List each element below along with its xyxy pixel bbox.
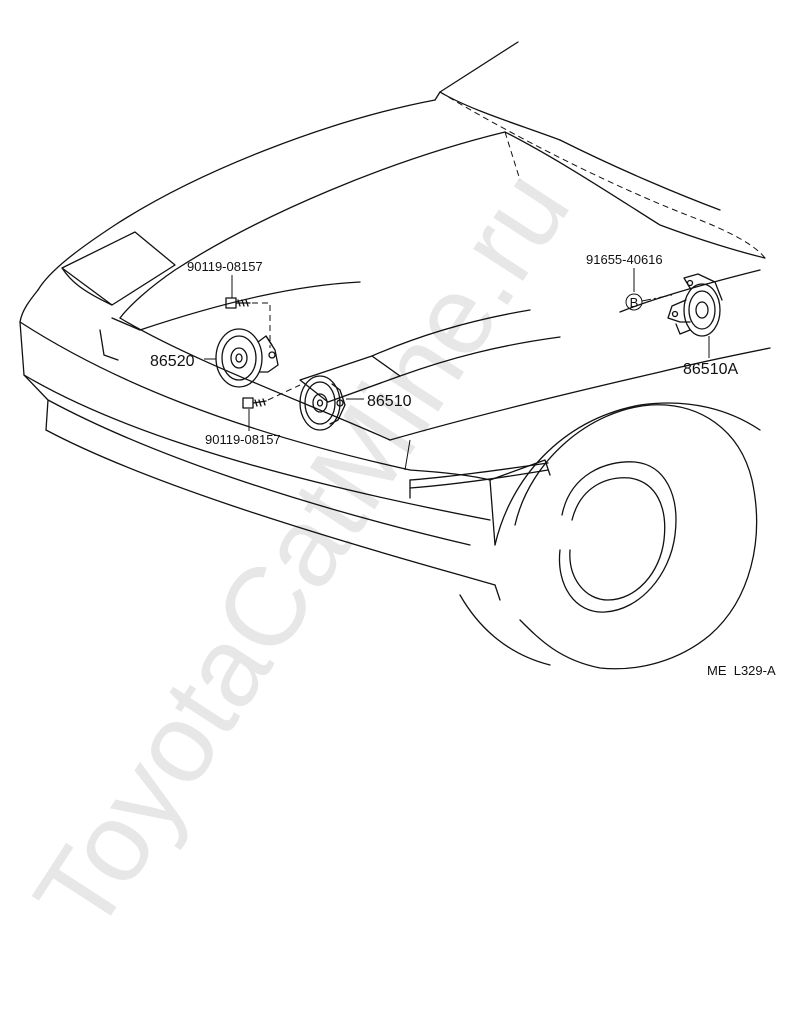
bolt-upper-drawing <box>225 297 271 348</box>
part-label-horn-86520: 86520 <box>150 353 195 370</box>
connector-b-horn <box>641 294 673 302</box>
part-label-bolt-lower: 90119-08157 <box>205 432 281 447</box>
callout-b-label: B <box>630 295 639 310</box>
part-label-nut-91655: 91655-40616 <box>586 252 663 267</box>
diagram-code: ME L329-A <box>707 663 776 678</box>
leader-lines <box>204 268 710 431</box>
horn-86510-drawing <box>299 375 346 431</box>
horn-86510A-drawing <box>667 273 723 337</box>
watermark-text: ToyotaCatMine.ru <box>10 149 593 953</box>
callout-b-circle <box>625 293 643 311</box>
part-label-bolt-upper: 90119-08157 <box>187 259 263 274</box>
horn-86520-drawing <box>215 328 279 388</box>
bolt-lower-drawing <box>242 384 301 409</box>
part-label-horn-86510A: 86510A <box>683 361 738 378</box>
car-body-drawing <box>19 41 771 670</box>
part-label-horn-86510: 86510 <box>367 393 412 410</box>
